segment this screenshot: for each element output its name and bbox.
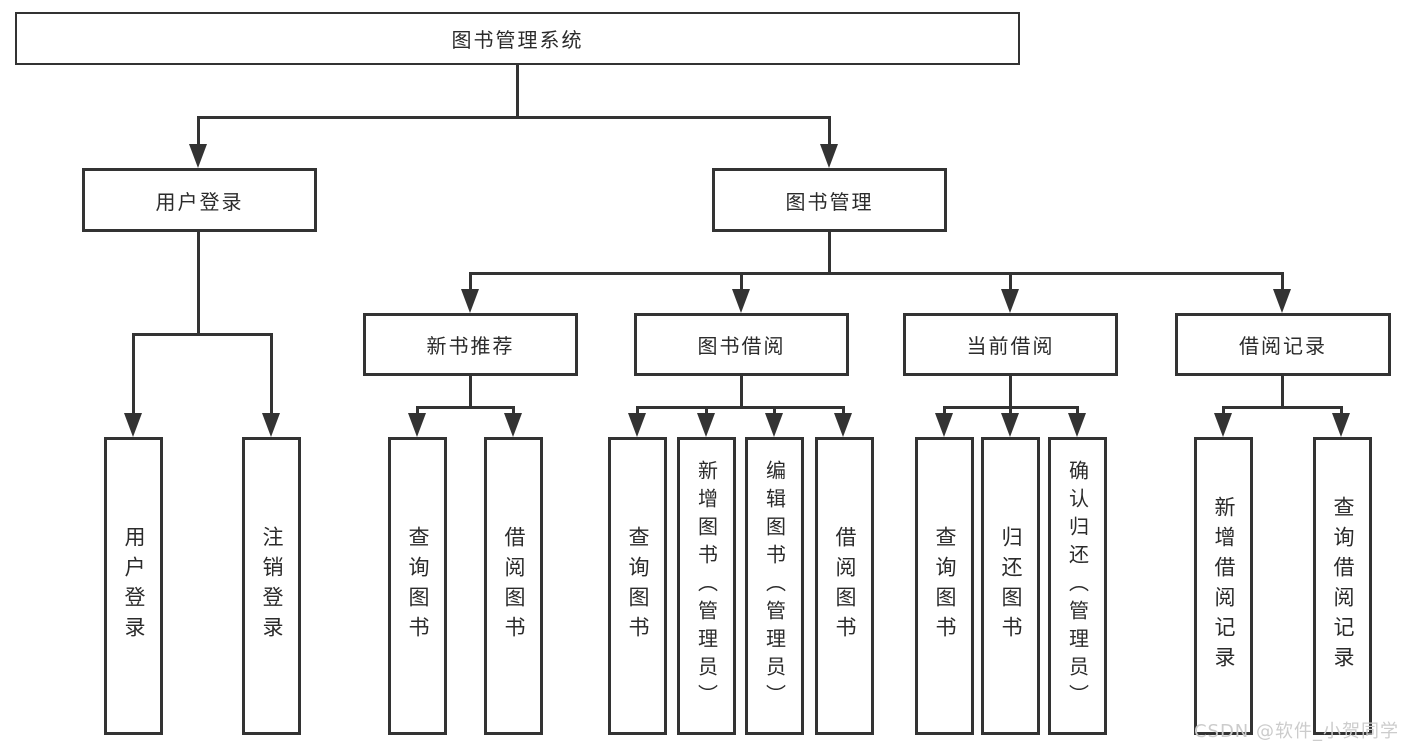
arrowhead-icon — [189, 144, 207, 168]
node-label: 当前借阅 — [966, 334, 1055, 358]
leaf-return-books: 归还图书 — [981, 437, 1040, 735]
arrowhead-icon — [1214, 413, 1232, 437]
arrowhead-icon — [1001, 413, 1019, 437]
leaf-search-books-3: 查询图书 — [915, 437, 974, 735]
arrowhead-icon — [1332, 413, 1350, 437]
node-book-management: 图书管理 — [712, 168, 947, 232]
leaf-confirm-return-admin: 确认归还（管理员） — [1048, 437, 1107, 735]
connector-line — [1340, 406, 1343, 416]
node-label: 图书管理系统 — [451, 28, 584, 52]
node-current-borrowing: 当前借阅 — [903, 313, 1118, 376]
node-label: 编辑图书（管理员） — [762, 460, 787, 712]
connector-line — [197, 116, 831, 119]
connector-line — [828, 232, 831, 275]
connector-line — [197, 232, 200, 336]
connector-line — [1009, 272, 1012, 292]
node-label: 归还图书 — [999, 526, 1024, 646]
node-label: 新增借阅记录 — [1212, 496, 1237, 676]
node-borrowing-records: 借阅记录 — [1175, 313, 1391, 376]
connector-line — [1009, 406, 1012, 416]
node-label: 借阅记录 — [1239, 334, 1327, 358]
node-label: 借阅图书 — [833, 526, 858, 646]
node-label: 查询借阅记录 — [1331, 496, 1356, 676]
csdn-watermark: CSDN @软件_小贺同学 — [1193, 721, 1399, 742]
arrowhead-icon — [765, 413, 783, 437]
connector-line — [773, 406, 776, 416]
arrowhead-icon — [504, 413, 522, 437]
connector-line — [842, 406, 845, 416]
connector-line — [636, 406, 639, 416]
connector-line — [416, 406, 419, 416]
connector-line — [1281, 272, 1284, 292]
node-label: 查询图书 — [626, 526, 651, 646]
node-label: 新书推荐 — [426, 334, 515, 358]
node-label: 图书借阅 — [697, 334, 786, 358]
arrowhead-icon — [262, 413, 280, 437]
leaf-user-login: 用户登录 — [104, 437, 163, 735]
connector-line — [1076, 406, 1079, 416]
node-label: 图书管理 — [785, 189, 874, 214]
connector-line — [828, 116, 831, 146]
connector-line — [469, 272, 1284, 275]
arrowhead-icon — [628, 413, 646, 437]
node-label: 借阅图书 — [502, 526, 527, 646]
connector-line — [1281, 376, 1284, 408]
node-book-management-system: 图书管理系统 — [15, 12, 1020, 65]
connector-line — [132, 333, 135, 416]
arrowhead-icon — [732, 289, 750, 313]
arrowhead-icon — [1273, 289, 1291, 313]
leaf-edit-book-admin: 编辑图书（管理员） — [745, 437, 804, 735]
leaf-add-borrow-record: 新增借阅记录 — [1194, 437, 1253, 735]
connector-line — [132, 333, 272, 336]
arrowhead-icon — [834, 413, 852, 437]
node-user-login: 用户登录 — [82, 168, 317, 232]
node-label: 查询图书 — [406, 526, 431, 646]
connector-line — [469, 272, 472, 292]
connector-line — [740, 376, 743, 408]
connector-line — [943, 406, 946, 416]
arrowhead-icon — [461, 289, 479, 313]
node-label: 用户登录 — [122, 526, 147, 646]
arrowhead-icon — [820, 144, 838, 168]
connector-line — [1222, 406, 1343, 409]
node-label: 查询图书 — [933, 526, 958, 646]
arrowhead-icon — [1068, 413, 1086, 437]
leaf-search-books: 查询图书 — [388, 437, 447, 735]
leaf-logout: 注销登录 — [242, 437, 301, 735]
leaf-add-book-admin: 新增图书（管理员） — [677, 437, 736, 735]
arrowhead-icon — [1001, 289, 1019, 313]
connector-line — [740, 272, 743, 292]
leaf-borrow-books-2: 借阅图书 — [815, 437, 874, 735]
node-label: 注销登录 — [260, 526, 285, 646]
node-label: 确认归还（管理员） — [1065, 460, 1090, 712]
node-label: 用户登录 — [155, 189, 244, 214]
leaf-borrow-books: 借阅图书 — [484, 437, 543, 735]
connector-line — [512, 406, 515, 416]
connector-line — [197, 116, 200, 146]
connector-line — [416, 406, 515, 409]
connector-line — [270, 333, 273, 416]
connector-line — [1009, 376, 1012, 408]
arrowhead-icon — [124, 413, 142, 437]
node-book-borrowing: 图书借阅 — [634, 313, 849, 376]
arrowhead-icon — [408, 413, 426, 437]
arrowhead-icon — [935, 413, 953, 437]
node-label: 新增图书（管理员） — [694, 460, 719, 712]
connector-line — [1222, 406, 1225, 416]
leaf-search-borrow-record: 查询借阅记录 — [1313, 437, 1372, 735]
connector-line — [516, 65, 519, 119]
connector-line — [469, 376, 472, 409]
node-new-book-recommendation: 新书推荐 — [363, 313, 578, 376]
connector-line — [636, 406, 844, 409]
connector-line — [705, 406, 708, 416]
leaf-search-books-2: 查询图书 — [608, 437, 667, 735]
arrowhead-icon — [697, 413, 715, 437]
